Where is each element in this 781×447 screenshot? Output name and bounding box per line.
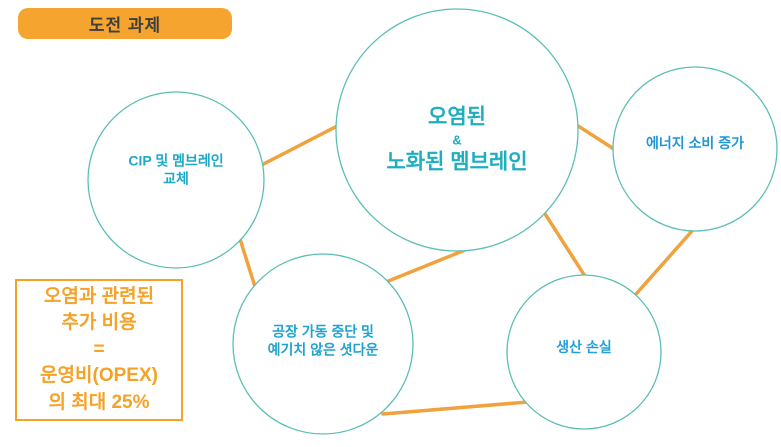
node-label-line: 교체	[163, 171, 189, 187]
node-label-energy: 에너지 소비 증가	[646, 134, 744, 152]
opex-cost-box: 오염과 관련된 추가 비용 = 운영비(OPEX) 의 최대 25%	[15, 279, 183, 421]
node-label-line: 오염된	[428, 105, 486, 129]
edge-membrane-shutdown	[379, 246, 472, 286]
cost-line: 운영비(OPEX)	[40, 365, 158, 387]
node-circle-loss	[506, 274, 662, 430]
edge-shutdown-loss	[381, 399, 542, 416]
cost-line: 의 최대 25%	[48, 391, 150, 413]
edge-cip-membrane	[248, 120, 347, 173]
cost-line: 추가 비용	[61, 312, 137, 334]
node-label-line: 예기치 않은 셧다운	[267, 342, 379, 358]
cost-line: 오염과 관련된	[43, 285, 155, 307]
title-badge-label: 도전 과제	[88, 16, 162, 35]
edge-membrane-energy	[570, 120, 619, 153]
node-label-line: 생산 손실	[556, 338, 612, 355]
node-label-line: &	[452, 132, 462, 148]
node-label-line: 에너지 소비 증가	[646, 134, 744, 151]
edge-energy-loss	[627, 220, 702, 304]
cost-line: =	[93, 338, 105, 360]
node-circle-cip	[87, 91, 265, 269]
node-label-line: 노화된 멤브레인	[386, 150, 528, 174]
node-label-loss: 생산 손실	[556, 338, 611, 356]
node-circle-shutdown	[232, 253, 414, 435]
node-circle-membrane	[335, 8, 579, 252]
node-label-line: 공장 가동 중단 및	[272, 323, 374, 340]
node-label-membrane: 오염된 & 노화된 멤브레인	[386, 104, 527, 177]
node-label-line: CIP 및 멤브레인	[128, 152, 224, 169]
title-badge: 도전 과제	[18, 8, 232, 39]
node-circle-energy	[612, 66, 778, 232]
edge-membrane-loss	[538, 204, 592, 286]
